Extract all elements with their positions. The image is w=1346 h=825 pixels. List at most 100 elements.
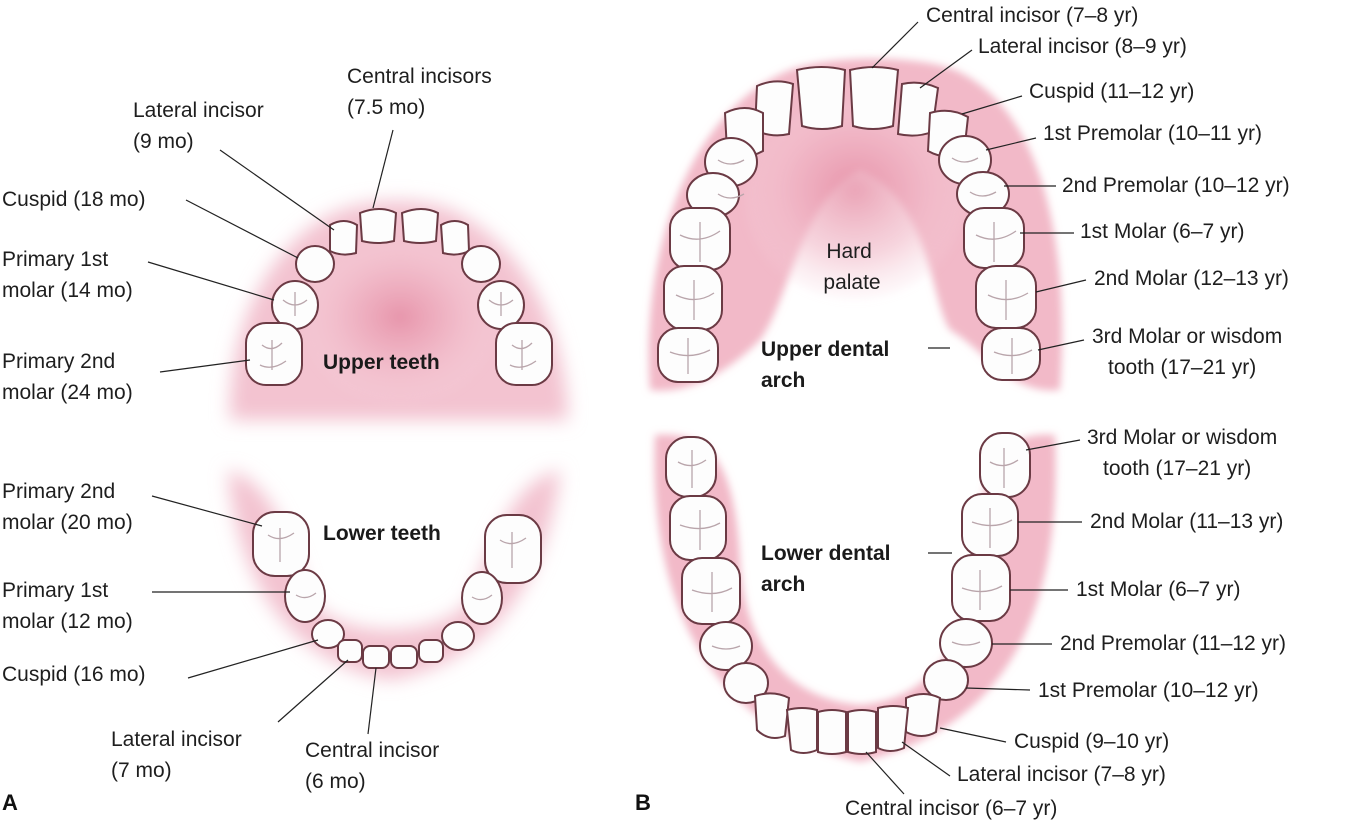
tooth-lower-cuspid-left bbox=[311, 619, 345, 649]
tooth-upper-cuspid-left bbox=[295, 245, 335, 283]
leader-b-upper-central-incisor bbox=[871, 21, 919, 69]
lower-labels-a: Primary 2nd molar (20 mo) Primary 1st mo… bbox=[2, 480, 445, 793]
leader-b-lower-1st-premolar bbox=[965, 687, 1031, 691]
tooth-upper-lateral-incisor-right bbox=[439, 220, 471, 256]
leader-lateral-incisor bbox=[219, 149, 335, 231]
tooth-lower-cuspid-right bbox=[441, 621, 475, 651]
label-b-upper-lateral-incisor: Lateral incisor (8–9 yr) bbox=[978, 35, 1187, 58]
label-lower-primary-1st-molar: Primary 1st molar (12 mo) bbox=[2, 579, 133, 633]
lower-labels-b: 3rd Molar or wisdom tooth (17–21 yr) 2nd… bbox=[845, 426, 1286, 820]
label-lateral-incisor: Lateral incisor (9 mo) bbox=[133, 99, 270, 153]
label-primary-1st-molar: Primary 1st molar (14 mo) bbox=[2, 248, 133, 302]
tooth-upper-primary-2nd-molar-left bbox=[245, 322, 303, 386]
label-lower-central-incisor: Central incisor (6 mo) bbox=[305, 739, 445, 793]
upper-dental-arch-title: Upper dental arch bbox=[761, 338, 895, 392]
tooth-b-lower-central-incisor-left bbox=[817, 709, 847, 755]
label-b-lower-central-incisor: Central incisor (6–7 yr) bbox=[845, 797, 1057, 820]
leader-b-upper-lateral-incisor bbox=[919, 49, 973, 89]
leader-lower-central-incisor bbox=[367, 667, 377, 735]
label-b-upper-3rd-molar: 3rd Molar or wisdom tooth (17–21 yr) bbox=[1092, 325, 1288, 379]
label-b-lower-cuspid: Cuspid (9–10 yr) bbox=[1014, 730, 1169, 753]
label-cuspid: Cuspid (18 mo) bbox=[2, 188, 146, 211]
label-b-lower-lateral-incisor: Lateral incisor (7–8 yr) bbox=[957, 763, 1166, 786]
label-b-upper-cuspid: Cuspid (11–12 yr) bbox=[1029, 80, 1194, 103]
panel-a-letter: A bbox=[2, 790, 18, 815]
upper-palate-b bbox=[745, 100, 965, 300]
tooth-lower-primary-1st-molar-left bbox=[284, 569, 326, 623]
tooth-b-lower-1st-premolar-left bbox=[723, 662, 769, 704]
leader-b-lower-lateral-incisor bbox=[901, 741, 951, 777]
lower-dental-arch-title: Lower dental arch bbox=[761, 542, 896, 596]
label-central-incisors: Central incisors (7.5 mo) bbox=[347, 65, 498, 119]
leader-lower-cuspid bbox=[187, 639, 319, 679]
upper-teeth-b bbox=[657, 66, 1041, 383]
label-b-upper-central-incisor: Central incisor (7–8 yr) bbox=[926, 4, 1138, 27]
tooth-b-upper-2nd-molar-left bbox=[663, 265, 723, 331]
label-lower-lateral-incisor: Lateral incisor (7 mo) bbox=[111, 728, 248, 782]
label-primary-2nd-molar: Primary 2nd molar (24 mo) bbox=[2, 350, 133, 404]
label-b-upper-2nd-premolar: 2nd Premolar (10–12 yr) bbox=[1062, 174, 1290, 197]
tooth-b-lower-central-incisor-right bbox=[847, 709, 877, 755]
tooth-b-lower-2nd-premolar-right bbox=[939, 618, 993, 668]
leader-primary-1st-molar bbox=[147, 261, 275, 301]
tooth-b-lower-2nd-premolar-left bbox=[699, 621, 753, 671]
panel-b-letter: B bbox=[635, 790, 651, 815]
panel-a: Upper teeth Lower teeth A Central inciso… bbox=[2, 65, 568, 815]
tooth-b-lower-1st-molar-right bbox=[951, 554, 1011, 622]
tooth-b-lower-1st-molar-left bbox=[681, 557, 741, 625]
panel-b: Hard palate Upper dental arch Lower dent… bbox=[635, 4, 1290, 820]
tooth-lower-lateral-incisor-left bbox=[337, 639, 363, 663]
leader-b-lower-3rd-molar bbox=[1025, 439, 1081, 451]
leader-central-incisors bbox=[372, 129, 394, 209]
upper-labels-b: Central incisor (7–8 yr) Lateral incisor… bbox=[871, 4, 1290, 379]
label-b-lower-1st-molar: 1st Molar (6–7 yr) bbox=[1076, 578, 1241, 601]
label-b-upper-1st-molar: 1st Molar (6–7 yr) bbox=[1080, 220, 1245, 243]
lower-teeth-title: Lower teeth bbox=[323, 522, 441, 545]
leader-lower-lateral-incisor bbox=[277, 659, 349, 723]
upper-teeth-a bbox=[245, 208, 553, 386]
upper-teeth-title: Upper teeth bbox=[323, 351, 440, 374]
label-lower-cuspid: Cuspid (16 mo) bbox=[2, 663, 146, 686]
label-b-upper-2nd-molar: 2nd Molar (12–13 yr) bbox=[1094, 267, 1289, 290]
label-lower-primary-2nd-molar: Primary 2nd molar (20 mo) bbox=[2, 480, 133, 534]
tooth-lower-lateral-incisor-right bbox=[418, 639, 444, 663]
label-b-upper-1st-premolar: 1st Premolar (10–11 yr) bbox=[1043, 122, 1262, 145]
label-b-lower-2nd-premolar: 2nd Premolar (11–12 yr) bbox=[1060, 632, 1286, 655]
tooth-b-lower-cuspid-left bbox=[753, 692, 791, 739]
leader-lower-primary-2nd-molar bbox=[151, 495, 263, 527]
lower-gum-a bbox=[228, 470, 560, 680]
tooth-b-lower-cuspid-right bbox=[905, 693, 942, 737]
hard-palate-label: Hard palate bbox=[823, 240, 880, 294]
tooth-lower-primary-1st-molar-right bbox=[461, 571, 503, 625]
leader-cuspid bbox=[185, 199, 299, 259]
tooth-b-upper-central-incisor-right bbox=[848, 66, 900, 130]
tooth-lower-central-incisor-right bbox=[390, 645, 418, 669]
upper-palate-a bbox=[305, 245, 495, 405]
leader-b-lower-cuspid bbox=[939, 727, 1007, 743]
label-b-lower-3rd-molar: 3rd Molar or wisdom tooth (17–21 yr) bbox=[1087, 426, 1283, 480]
tooth-lower-primary-2nd-molar-right bbox=[484, 514, 542, 584]
leader-b-upper-2nd-molar bbox=[1035, 279, 1087, 293]
label-b-lower-2nd-molar: 2nd Molar (11–13 yr) bbox=[1090, 510, 1283, 533]
lower-teeth-a bbox=[252, 511, 542, 669]
tooth-b-upper-central-incisor-left bbox=[795, 66, 847, 130]
tooth-b-lower-3rd-molar-left bbox=[665, 436, 717, 498]
tooth-upper-central-incisor-right bbox=[400, 208, 440, 244]
leader-b-upper-3rd-molar bbox=[1037, 339, 1085, 351]
upper-labels-a: Central incisors (7.5 mo) Lateral inciso… bbox=[2, 65, 498, 404]
tooth-b-lower-lateral-incisor-right bbox=[877, 705, 910, 752]
leader-b-upper-1st-premolar bbox=[985, 137, 1037, 151]
tooth-lower-central-incisor-left bbox=[362, 645, 390, 669]
tooth-lower-primary-2nd-molar-left bbox=[252, 511, 310, 577]
tooth-b-lower-lateral-incisor-left bbox=[785, 707, 818, 754]
label-b-lower-1st-premolar: 1st Premolar (10–12 yr) bbox=[1038, 679, 1259, 702]
tooth-upper-central-incisor-left bbox=[358, 208, 398, 244]
tooth-upper-lateral-incisor-left bbox=[329, 220, 359, 256]
tooth-b-upper-3rd-molar-right bbox=[981, 327, 1041, 381]
tooth-upper-primary-2nd-molar-right bbox=[495, 322, 553, 386]
lower-teeth-b bbox=[665, 432, 1031, 755]
leader-b-lower-central-incisor bbox=[865, 751, 905, 795]
leader-b-upper-cuspid bbox=[961, 95, 1023, 115]
tooth-b-lower-1st-premolar-right bbox=[923, 659, 969, 701]
